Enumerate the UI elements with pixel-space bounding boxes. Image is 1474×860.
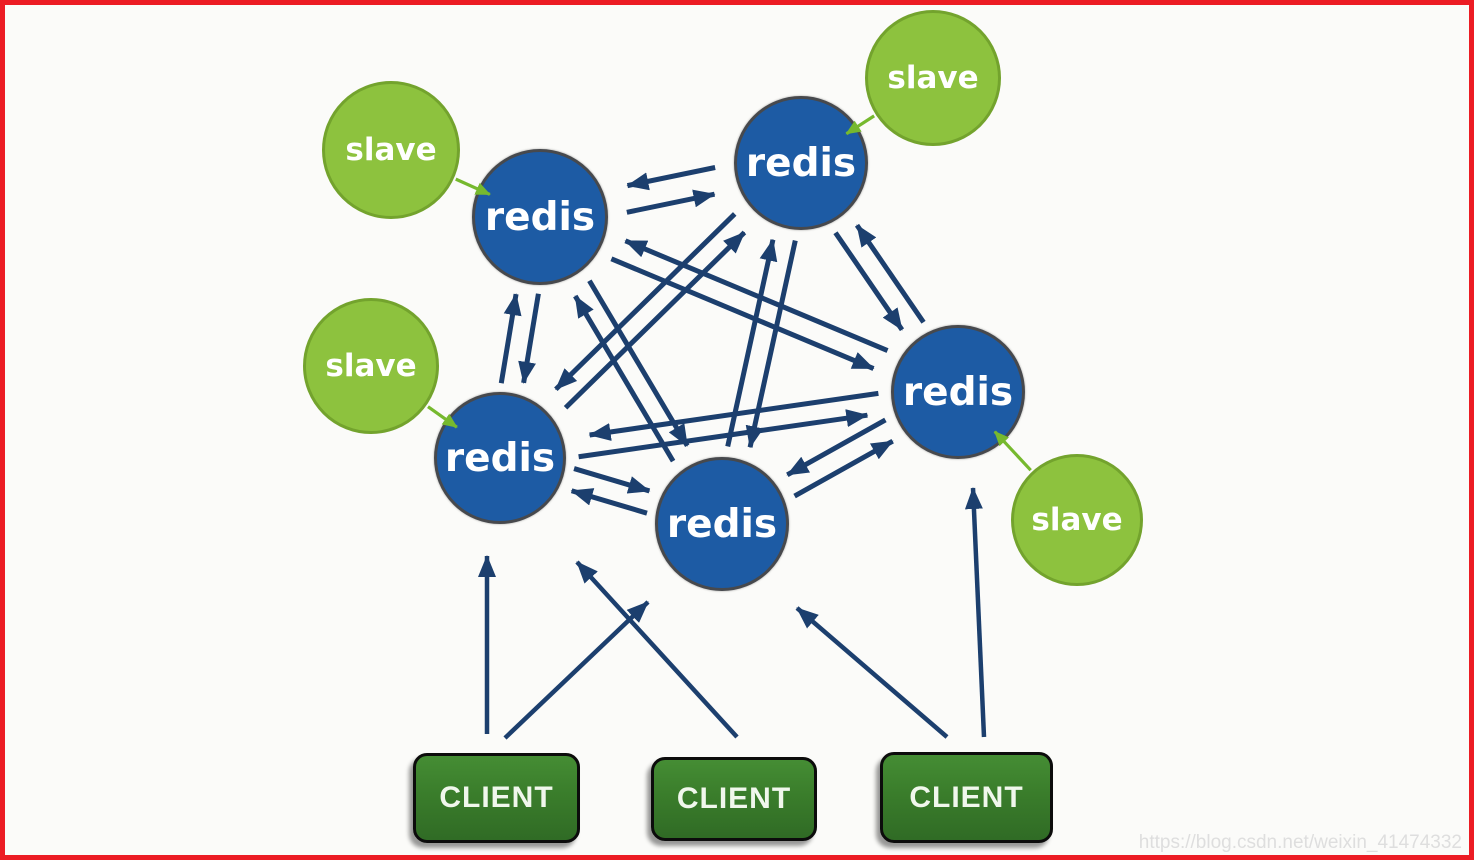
replication-arrow-s1-r1 (456, 179, 490, 194)
replication-arrow-s2-r2 (846, 116, 874, 134)
replication-arrow-s3-r4 (428, 407, 457, 428)
replication-arrow-s4-r3 (995, 432, 1031, 471)
